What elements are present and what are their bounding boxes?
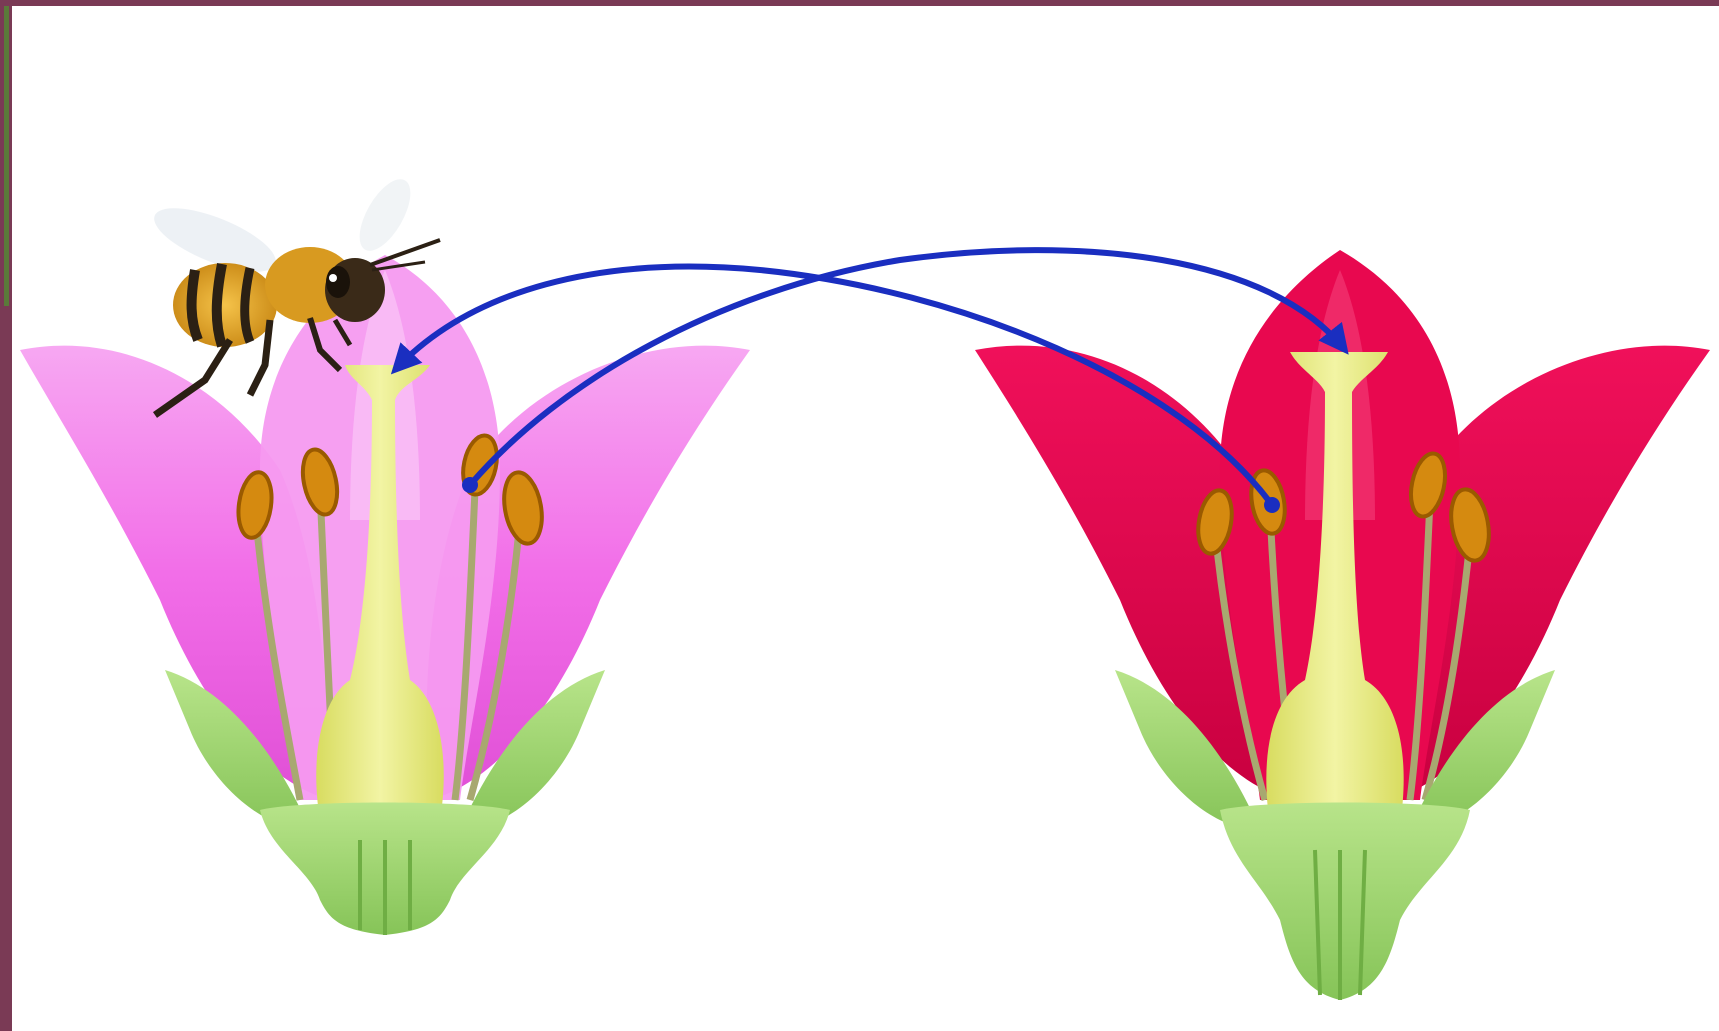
flower-left: [20, 255, 750, 935]
frame-top-border: [0, 0, 1719, 6]
frame-left-strip: [4, 6, 9, 306]
bee-wing-front: [349, 171, 420, 258]
flower-right-receptacle: [1220, 803, 1470, 1001]
arrow-left-start-dot: [462, 477, 478, 493]
arrow-right-start-dot: [1264, 497, 1280, 513]
